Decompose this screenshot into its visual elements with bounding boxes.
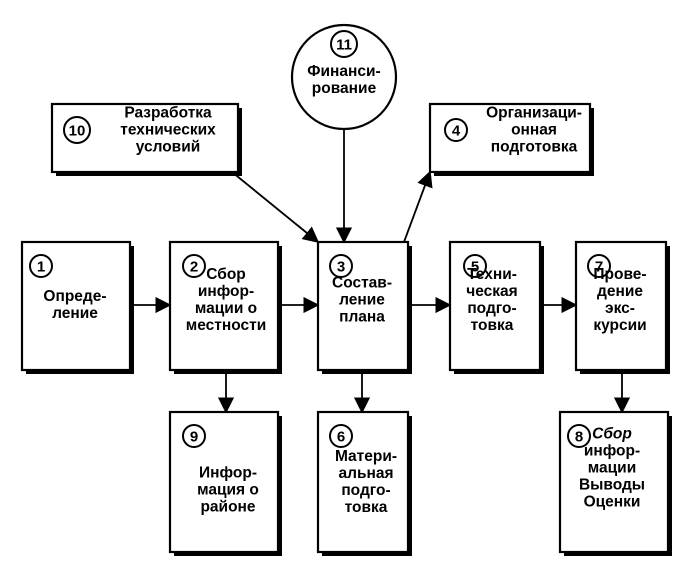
node-5-label-line: товка: [471, 317, 514, 334]
node-2-number-badge: [182, 254, 206, 278]
node-6-number: 6: [337, 429, 345, 446]
node-11-label-line: рование: [312, 80, 377, 97]
edges-layer: [130, 129, 631, 414]
node-4-label-line: подготовка: [491, 139, 578, 156]
node-8-label-line: инфор-: [584, 443, 640, 460]
node-10-label-line: условий: [136, 139, 201, 156]
node-7-number: 7: [595, 259, 603, 276]
node-6-label-line: альная: [338, 465, 393, 482]
node-3-number-badge: [329, 254, 353, 278]
node-5-label-line: Техни-: [467, 266, 517, 283]
node-1-number-badge: [29, 254, 53, 278]
node-10-number-badge: [63, 116, 91, 144]
node-5-label-line: подго-: [467, 300, 516, 317]
node-7-label-line: курсии: [593, 317, 646, 334]
node-4-label-line: онная: [511, 122, 557, 139]
node-6-label-line: Матери-: [335, 448, 397, 465]
node-3-label-line: Состав-: [332, 275, 392, 292]
node-6-label-line: подго-: [341, 482, 390, 499]
node-6-number-badge: [329, 424, 353, 448]
node-1-label-line: ление: [52, 305, 98, 322]
node-11-number-badge: [330, 30, 358, 58]
node-4-number: 4: [452, 123, 461, 140]
node-9-label-line: Инфор-: [199, 465, 257, 482]
node-7-label-line: Прове-: [593, 266, 646, 283]
node-3-label-line: ление: [339, 292, 385, 309]
node-10-label-line: Разработка: [124, 105, 212, 122]
node-4-label-line: Организаци-: [486, 105, 582, 122]
node-11-number: 11: [336, 37, 352, 54]
node-8-label-line: мации: [588, 460, 636, 477]
node-10-label-line: технических: [120, 122, 216, 139]
arrow-10-to-3: [231, 171, 320, 244]
node-9-number-badge: [182, 424, 206, 448]
node-5-number-badge: [463, 254, 487, 278]
node-10-number: 10: [69, 123, 86, 140]
node-5-label-line: ческая: [466, 283, 517, 300]
node-3-number: 3: [337, 259, 345, 276]
node-8-number-badge: [567, 424, 591, 448]
node-4-number-badge: [444, 118, 468, 142]
node-6-label-line: товка: [345, 499, 388, 516]
node-2-label-line: мации о: [195, 300, 257, 317]
node-7-label-line: экс-: [605, 300, 635, 317]
node-2-label-line: инфор-: [198, 283, 254, 300]
node-1-number: 1: [37, 259, 45, 276]
node-8-label-line: Сбор: [592, 426, 632, 443]
node-2-label-line: Сбор: [206, 266, 246, 283]
node-7-label-line: дение: [597, 283, 643, 300]
node-9-label-line: мация о: [197, 482, 259, 499]
node-8-label-line: Выводы: [579, 477, 645, 494]
node-8-label-line: Оценки: [584, 494, 641, 511]
node-1-label-line: Опреде-: [43, 288, 106, 305]
node-5-number: 5: [471, 259, 479, 276]
node-2-label-line: местности: [186, 317, 266, 334]
node-3-label-line: плана: [339, 309, 385, 326]
node-8-number: 8: [575, 429, 583, 446]
node-11-circle: [290, 23, 398, 131]
node-9-number: 9: [190, 429, 198, 446]
arrow-3-to-4: [403, 170, 433, 243]
node-7-number-badge: [587, 254, 611, 278]
node-11-label-line: Финанси-: [307, 63, 380, 80]
node-9-label-line: районе: [200, 499, 255, 516]
node-2-number: 2: [190, 259, 198, 276]
